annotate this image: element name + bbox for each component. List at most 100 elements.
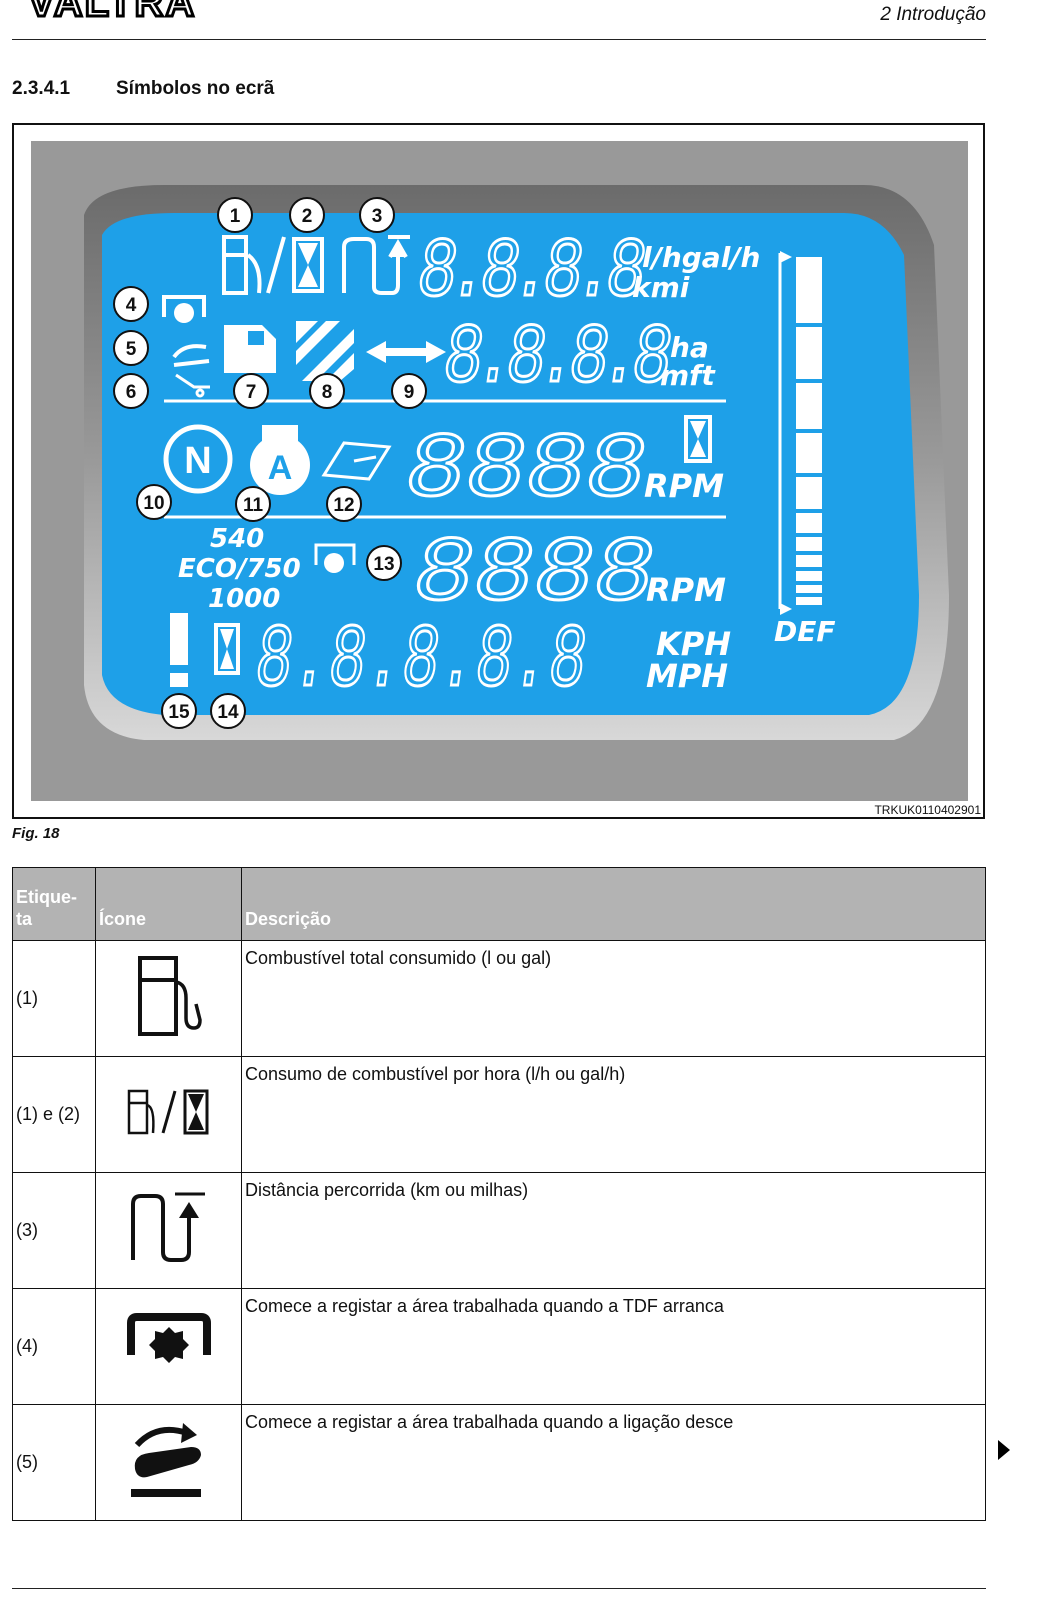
svg-text:10: 10 (143, 493, 164, 514)
lcd-screen (102, 213, 919, 715)
hourglass-small-icon-lcd (214, 623, 240, 675)
svg-text:7: 7 (246, 382, 257, 403)
hatch-icon-lcd (296, 321, 354, 381)
svg-text:1: 1 (230, 206, 241, 227)
row-label: (1) (12, 940, 96, 1057)
row-label: (4) (12, 1288, 96, 1405)
pto-icon-lcd (162, 295, 206, 323)
linkage-icon-lcd (172, 344, 210, 367)
table-row: (1) e (2) Consumo de combustível por hor… (12, 1056, 986, 1173)
svg-text:12: 12 (333, 495, 354, 516)
svg-text:14: 14 (217, 702, 239, 723)
table-row: (1) Combustível total consumido (l ou ga… (12, 940, 986, 1057)
svg-text:5: 5 (126, 339, 137, 360)
col-header-label: Etique- ta (12, 867, 96, 941)
callout-6: 6 (113, 373, 149, 409)
valtra-logo: VALTRA (28, 0, 196, 22)
col-header-desc: Descrição (241, 867, 986, 941)
row-description: Comece a registar a área trabalhada quan… (241, 1404, 986, 1521)
callout-7: 7 (233, 373, 269, 409)
callout-14: 14 (210, 693, 246, 729)
hourglass-rpm-icon-lcd (684, 415, 712, 463)
unit-rpm-2: RPM (646, 571, 726, 609)
callout-12: 12 (326, 486, 362, 522)
svg-text:4: 4 (126, 295, 137, 316)
unit-distance: kmi (632, 271, 690, 304)
def-level-bar (778, 251, 822, 615)
distance-icon (130, 1192, 205, 1262)
section-number: 2.3.4.1 (12, 78, 71, 99)
callout-3: 3 (359, 197, 395, 233)
fuel-icon-lcd (222, 235, 262, 295)
svg-text:15: 15 (168, 702, 190, 723)
table-row: (5) Comece a registar a área trabalhada … (12, 1404, 986, 1521)
header-rule (12, 39, 986, 40)
pto-label-1000: 1000 (208, 584, 280, 614)
digits-row2: 8.8.8.8 (444, 312, 670, 407)
unit-fuel: l/hgal/h (642, 241, 760, 274)
lcd-display-illustration: N A (31, 141, 968, 801)
table-header-row: Etique- ta Ícone Descrição (12, 867, 986, 941)
svg-text:13: 13 (373, 554, 394, 575)
unit-rpm-1: RPM (644, 467, 724, 505)
svg-text:9: 9 (404, 382, 415, 403)
figure-18: N A (12, 123, 985, 819)
digits-row1: 8.8.8.8 (418, 226, 644, 321)
row-description: Combustível total consumido (l ou gal) (241, 940, 986, 1057)
section-title: Símbolos no ecrã (116, 78, 275, 99)
row-description: Consumo de combustível por hora (l/h ou … (241, 1056, 986, 1173)
callout-1: 1 (217, 197, 253, 233)
hourglass-icon-lcd (292, 237, 324, 293)
unit-mph: MPH (646, 657, 728, 695)
svg-text:3: 3 (372, 206, 383, 227)
cart-icon-lcd (175, 373, 210, 398)
unit-area-mft: mft (660, 359, 716, 392)
section-heading: 2.3.4.1 Símbolos no ecrã (12, 78, 274, 100)
distance-icon-lcd (342, 235, 410, 295)
next-page-arrow-icon[interactable] (998, 1440, 1010, 1460)
auto-icon-lcd: A (250, 425, 310, 495)
linkage-down-icon (130, 1423, 201, 1497)
callout-15: 15 (161, 693, 197, 729)
figure-code: TRKUK0110402901 (874, 803, 981, 817)
pto-label-540: 540 (210, 524, 264, 554)
symbols-table: Etique- ta Ícone Descrição (1) Combustív… (12, 867, 986, 1521)
unit-area-ha: ha (670, 331, 709, 364)
pto-auto-icon-lcd (314, 543, 356, 573)
row-label: (1) e (2) (12, 1056, 96, 1173)
col-header-icon: Ícone (95, 867, 242, 941)
row-label: (3) (12, 1172, 96, 1289)
table-row: (4) Comece a registar a área trabalhada … (12, 1288, 986, 1405)
figure-caption: Fig. 18 (12, 825, 60, 842)
table-row: (3) Distância percorrida (km ou milhas) (12, 1172, 986, 1289)
row-label: (5) (12, 1404, 96, 1521)
callout-8: 8 (309, 373, 345, 409)
callout-5: 5 (113, 330, 149, 366)
fuel-pump-icon (137, 956, 202, 1036)
unit-kph: KPH (656, 625, 731, 663)
digits-row3: 8888 (406, 418, 646, 523)
warning-icon-lcd (170, 613, 188, 687)
callout-13: 13 (366, 545, 402, 581)
callout-11: 11 (235, 486, 271, 522)
chapter-title: 2 Introdução (880, 4, 986, 25)
svg-text:A: A (268, 449, 293, 487)
pto-label-eco750: ECO/750 (178, 554, 301, 584)
digits-row5: 8.8.8.8.8 (256, 611, 586, 713)
callout-9: 9 (391, 373, 427, 409)
svg-text:2: 2 (302, 206, 313, 227)
callout-10: 10 (136, 484, 172, 520)
svg-text:VALTRA: VALTRA (28, 0, 196, 22)
callout-2: 2 (289, 197, 325, 233)
svg-text:6: 6 (126, 382, 137, 403)
unit-def: DEF (774, 615, 836, 648)
fuel-per-hour-icon (127, 1089, 208, 1135)
svg-text:N: N (184, 440, 211, 482)
digits-row4: 8888 (414, 522, 654, 627)
svg-text:8: 8 (322, 382, 333, 403)
pto-start-icon (126, 1313, 211, 1363)
neutral-icon-lcd: N (163, 424, 233, 494)
row-description: Comece a registar a área trabalhada quan… (241, 1288, 986, 1405)
callout-4: 4 (113, 286, 149, 322)
svg-text:11: 11 (243, 495, 264, 516)
